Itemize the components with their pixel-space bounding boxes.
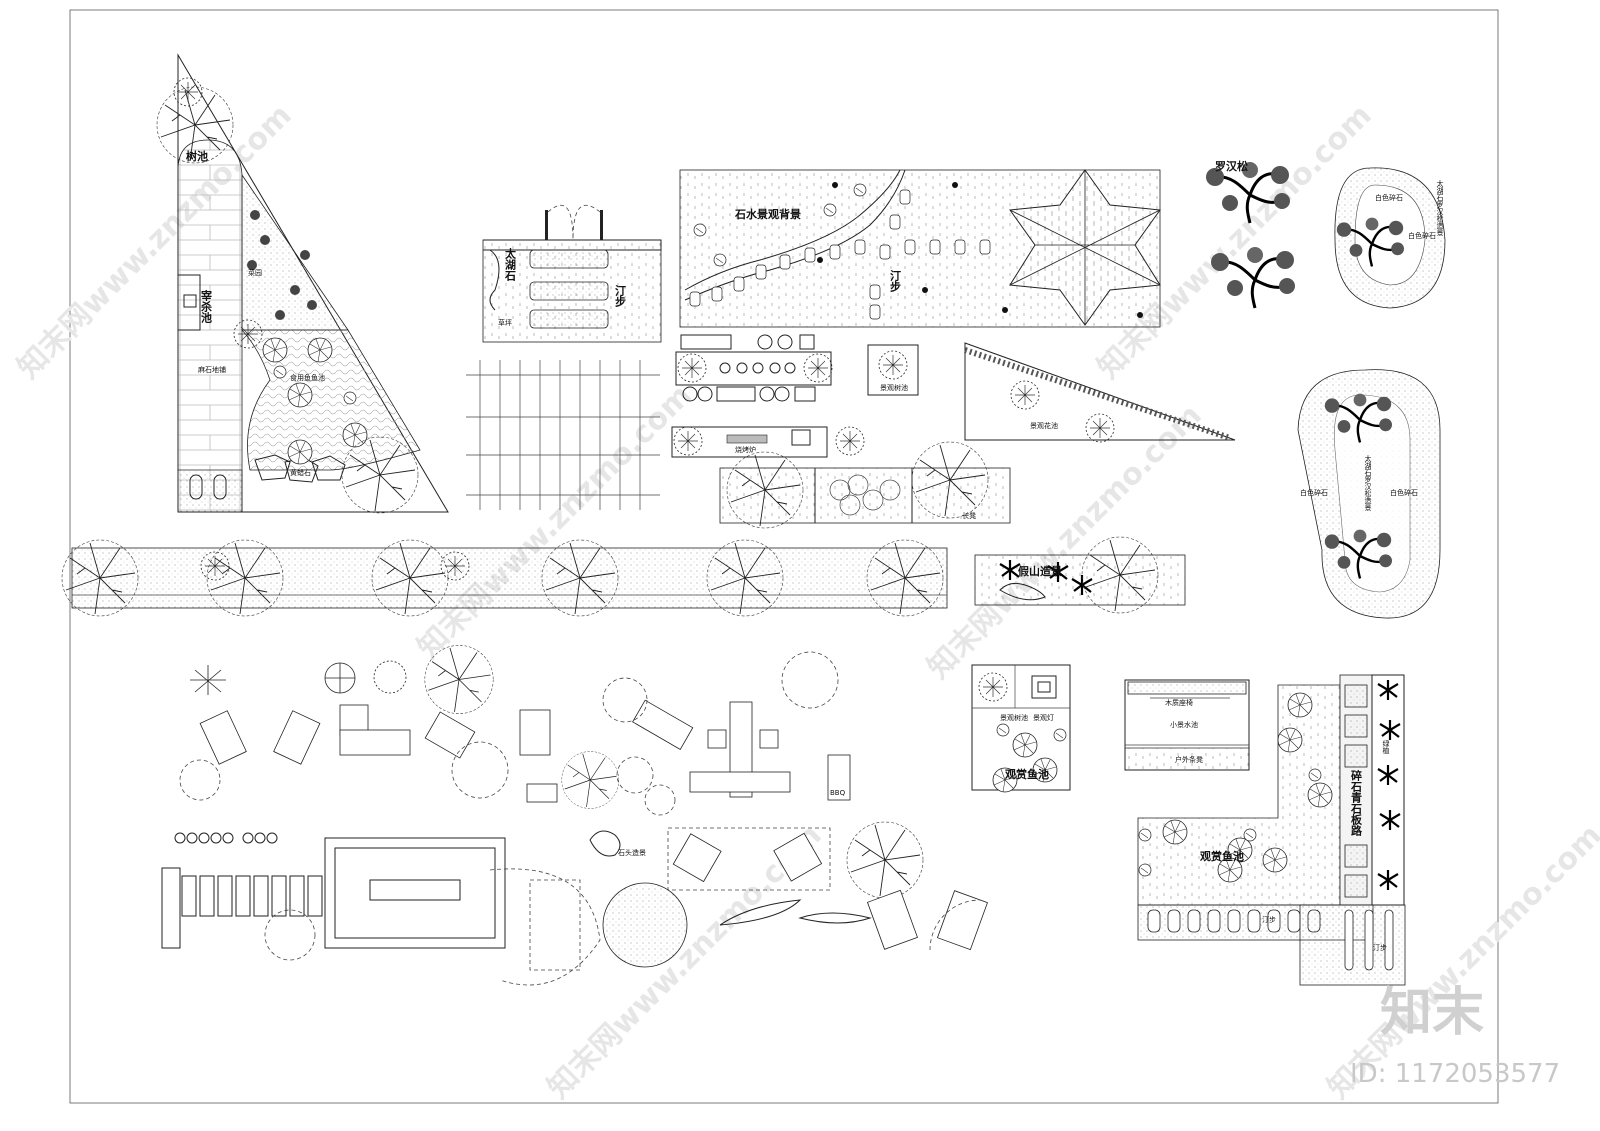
svg-text:汀步: 汀步 (1262, 916, 1276, 924)
svg-text:石头造景: 石头造景 (618, 848, 646, 857)
svg-text:碎石青石板路: 碎石青石板路 (1350, 769, 1364, 837)
sheet-border (69, 9, 1499, 1104)
svg-text:白色碎石: 白色碎石 (1408, 231, 1436, 240)
entrance-lawn-plan: 太湖石 汀步 草坪 (482, 204, 662, 343)
svg-text:麻石地铺: 麻石地铺 (198, 365, 226, 374)
svg-text:白色碎石: 白色碎石 (1375, 193, 1403, 202)
svg-text:景观花池: 景观花池 (1030, 421, 1058, 430)
svg-text:石水景观背景: 石水景观背景 (734, 207, 801, 221)
svg-text:汀步: 汀步 (1373, 944, 1387, 952)
svg-text:烧烤炉: 烧烤炉 (735, 445, 756, 454)
pavilion-garden-plan: 石水景观背景 汀步 (679, 169, 1161, 328)
rockery-plan: 假山造景 (974, 536, 1186, 614)
svg-text:汀步: 汀步 (889, 269, 902, 293)
long-planting-strip (61, 539, 948, 617)
svg-text:小景水池: 小景水池 (1170, 720, 1198, 729)
svg-text:黄蜡石: 黄蜡石 (290, 468, 311, 477)
svg-text:知末网www.znzmo.com: 知末网www.znzmo.com (921, 398, 1209, 686)
svg-text:食用鱼鱼池: 食用鱼鱼池 (290, 373, 325, 382)
svg-text:木质座椅: 木质座椅 (1165, 698, 1193, 707)
svg-text:宰杀池: 宰杀池 (200, 289, 213, 324)
svg-text:户外条凳: 户外条凳 (1175, 755, 1203, 764)
oval-podocarpus-bed: 白色碎石 白色碎石 太湖石罗汉松造景 (1334, 167, 1446, 309)
svg-text:汀步: 汀步 (614, 284, 627, 308)
furniture-symbol-library: BBQ 石头造景 (161, 644, 988, 986)
svg-text:BBQ: BBQ (830, 789, 846, 797)
svg-text:树池: 树池 (186, 149, 208, 163)
small-water-feature-plan: 木质座椅 小景水池 户外条凳 (1124, 679, 1250, 771)
svg-text:观赏鱼池: 观赏鱼池 (1005, 767, 1049, 781)
watermark-logo: 知末 ID: 1172053577 (1350, 983, 1560, 1089)
triangle-kitchen-garden-plan: 树池 宰杀池 麻石地铺 菜园 食用鱼鱼池 黄蜡石 (156, 53, 449, 514)
seating-plan (675, 334, 833, 402)
svg-text:假山造景: 假山造景 (1018, 564, 1062, 578)
podocarpus-symbols: 罗汉松 (1204, 159, 1297, 310)
svg-text:罗汉松: 罗汉松 (1215, 159, 1248, 173)
svg-text:菜园: 菜园 (248, 268, 262, 277)
svg-text:白色碎石: 白色碎石 (1300, 488, 1328, 497)
small-koi-pond-plan: 景观树池 景观灯 观赏鱼池 (971, 664, 1071, 793)
svg-text:景观灯: 景观灯 (1033, 713, 1054, 722)
tree-pool-small: 景观树池 (867, 344, 919, 396)
svg-text:长凳: 长凳 (962, 511, 976, 520)
svg-text:ID: 1172053577: ID: 1172053577 (1350, 1059, 1560, 1089)
svg-text:绿植: 绿植 (1382, 739, 1390, 755)
bbq-strip-plan: 烧烤炉 (671, 426, 865, 458)
triangle-flower-bed: 景观花池 (964, 342, 1236, 443)
svg-text:知末: 知末 (1380, 983, 1484, 1043)
svg-text:景观树池: 景观树池 (1000, 713, 1028, 722)
svg-text:太湖石: 太湖石 (504, 247, 518, 282)
svg-text:白色碎石: 白色碎石 (1390, 488, 1418, 497)
pavilion-roof (1009, 169, 1161, 326)
svg-text:观赏鱼池: 观赏鱼池 (1200, 849, 1244, 863)
svg-text:太湖石罗汉松造景: 太湖石罗汉松造景 (1364, 454, 1372, 512)
pergola-grid-plan (466, 360, 660, 510)
l-shaped-koi-pond-plan: 碎石青石板路 绿植 观赏鱼池 汀步 汀步 (1137, 674, 1406, 986)
svg-text:太湖石罗汉松造景: 太湖石罗汉松造景 (1436, 179, 1444, 237)
svg-text:景观树池: 景观树池 (880, 383, 908, 392)
svg-text:草坪: 草坪 (498, 318, 512, 327)
svg-text:知末网www.znzmo.com: 知末网www.znzmo.com (411, 378, 699, 666)
planter-strip-plan: 长凳 (719, 441, 1011, 529)
long-podocarpus-bed: 白色碎石 白色碎石 太湖石罗汉松造景 (1297, 369, 1441, 619)
